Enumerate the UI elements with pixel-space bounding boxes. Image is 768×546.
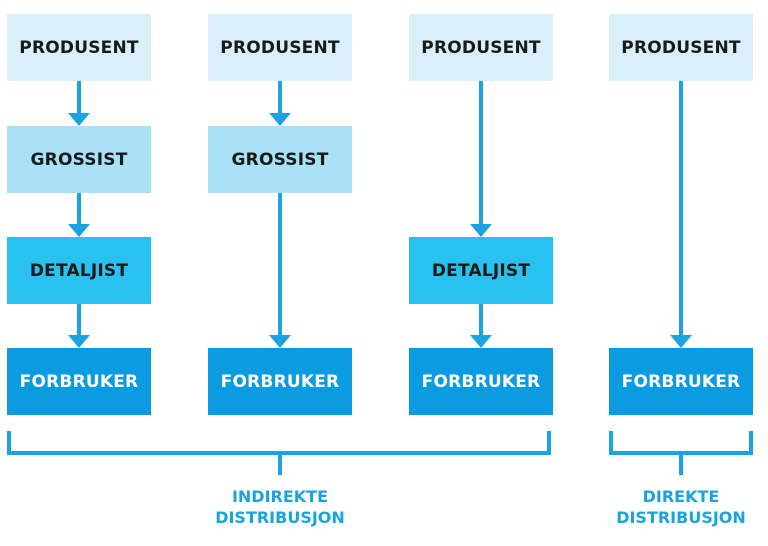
producer-box: PRODUSENT [609,14,753,81]
wholesaler-box: GROSSIST [208,126,352,193]
producer-box: PRODUSENT [208,14,352,81]
consumer-box: FORBRUKER [7,348,151,415]
consumer-box: FORBRUKER [409,348,553,415]
direct-distribution-label: DIREKTE DISTRIBUSJON [591,486,768,528]
producer-box: PRODUSENT [7,14,151,81]
retailer-box: DETALJIST [409,237,553,304]
label-line-1: INDIREKTE [231,487,329,506]
producer-box: PRODUSENT [409,14,553,81]
arrowhead [470,335,492,348]
arrowhead [68,113,90,126]
wholesaler-box: GROSSIST [7,126,151,193]
arrowhead [470,224,492,237]
arrowhead [269,113,291,126]
arrowhead [68,335,90,348]
arrowhead [68,224,90,237]
retailer-box: DETALJIST [7,237,151,304]
consumer-box: FORBRUKER [208,348,352,415]
label-line-2: DISTRIBUSJON [215,508,345,527]
indirect-distribution-label: INDIREKTE DISTRIBUSJON [180,486,380,528]
label-line-2: DISTRIBUSJON [616,508,746,527]
consumer-box: FORBRUKER [609,348,753,415]
label-line-1: DIREKTE [642,487,720,506]
arrowhead [670,335,692,348]
arrowhead [269,335,291,348]
